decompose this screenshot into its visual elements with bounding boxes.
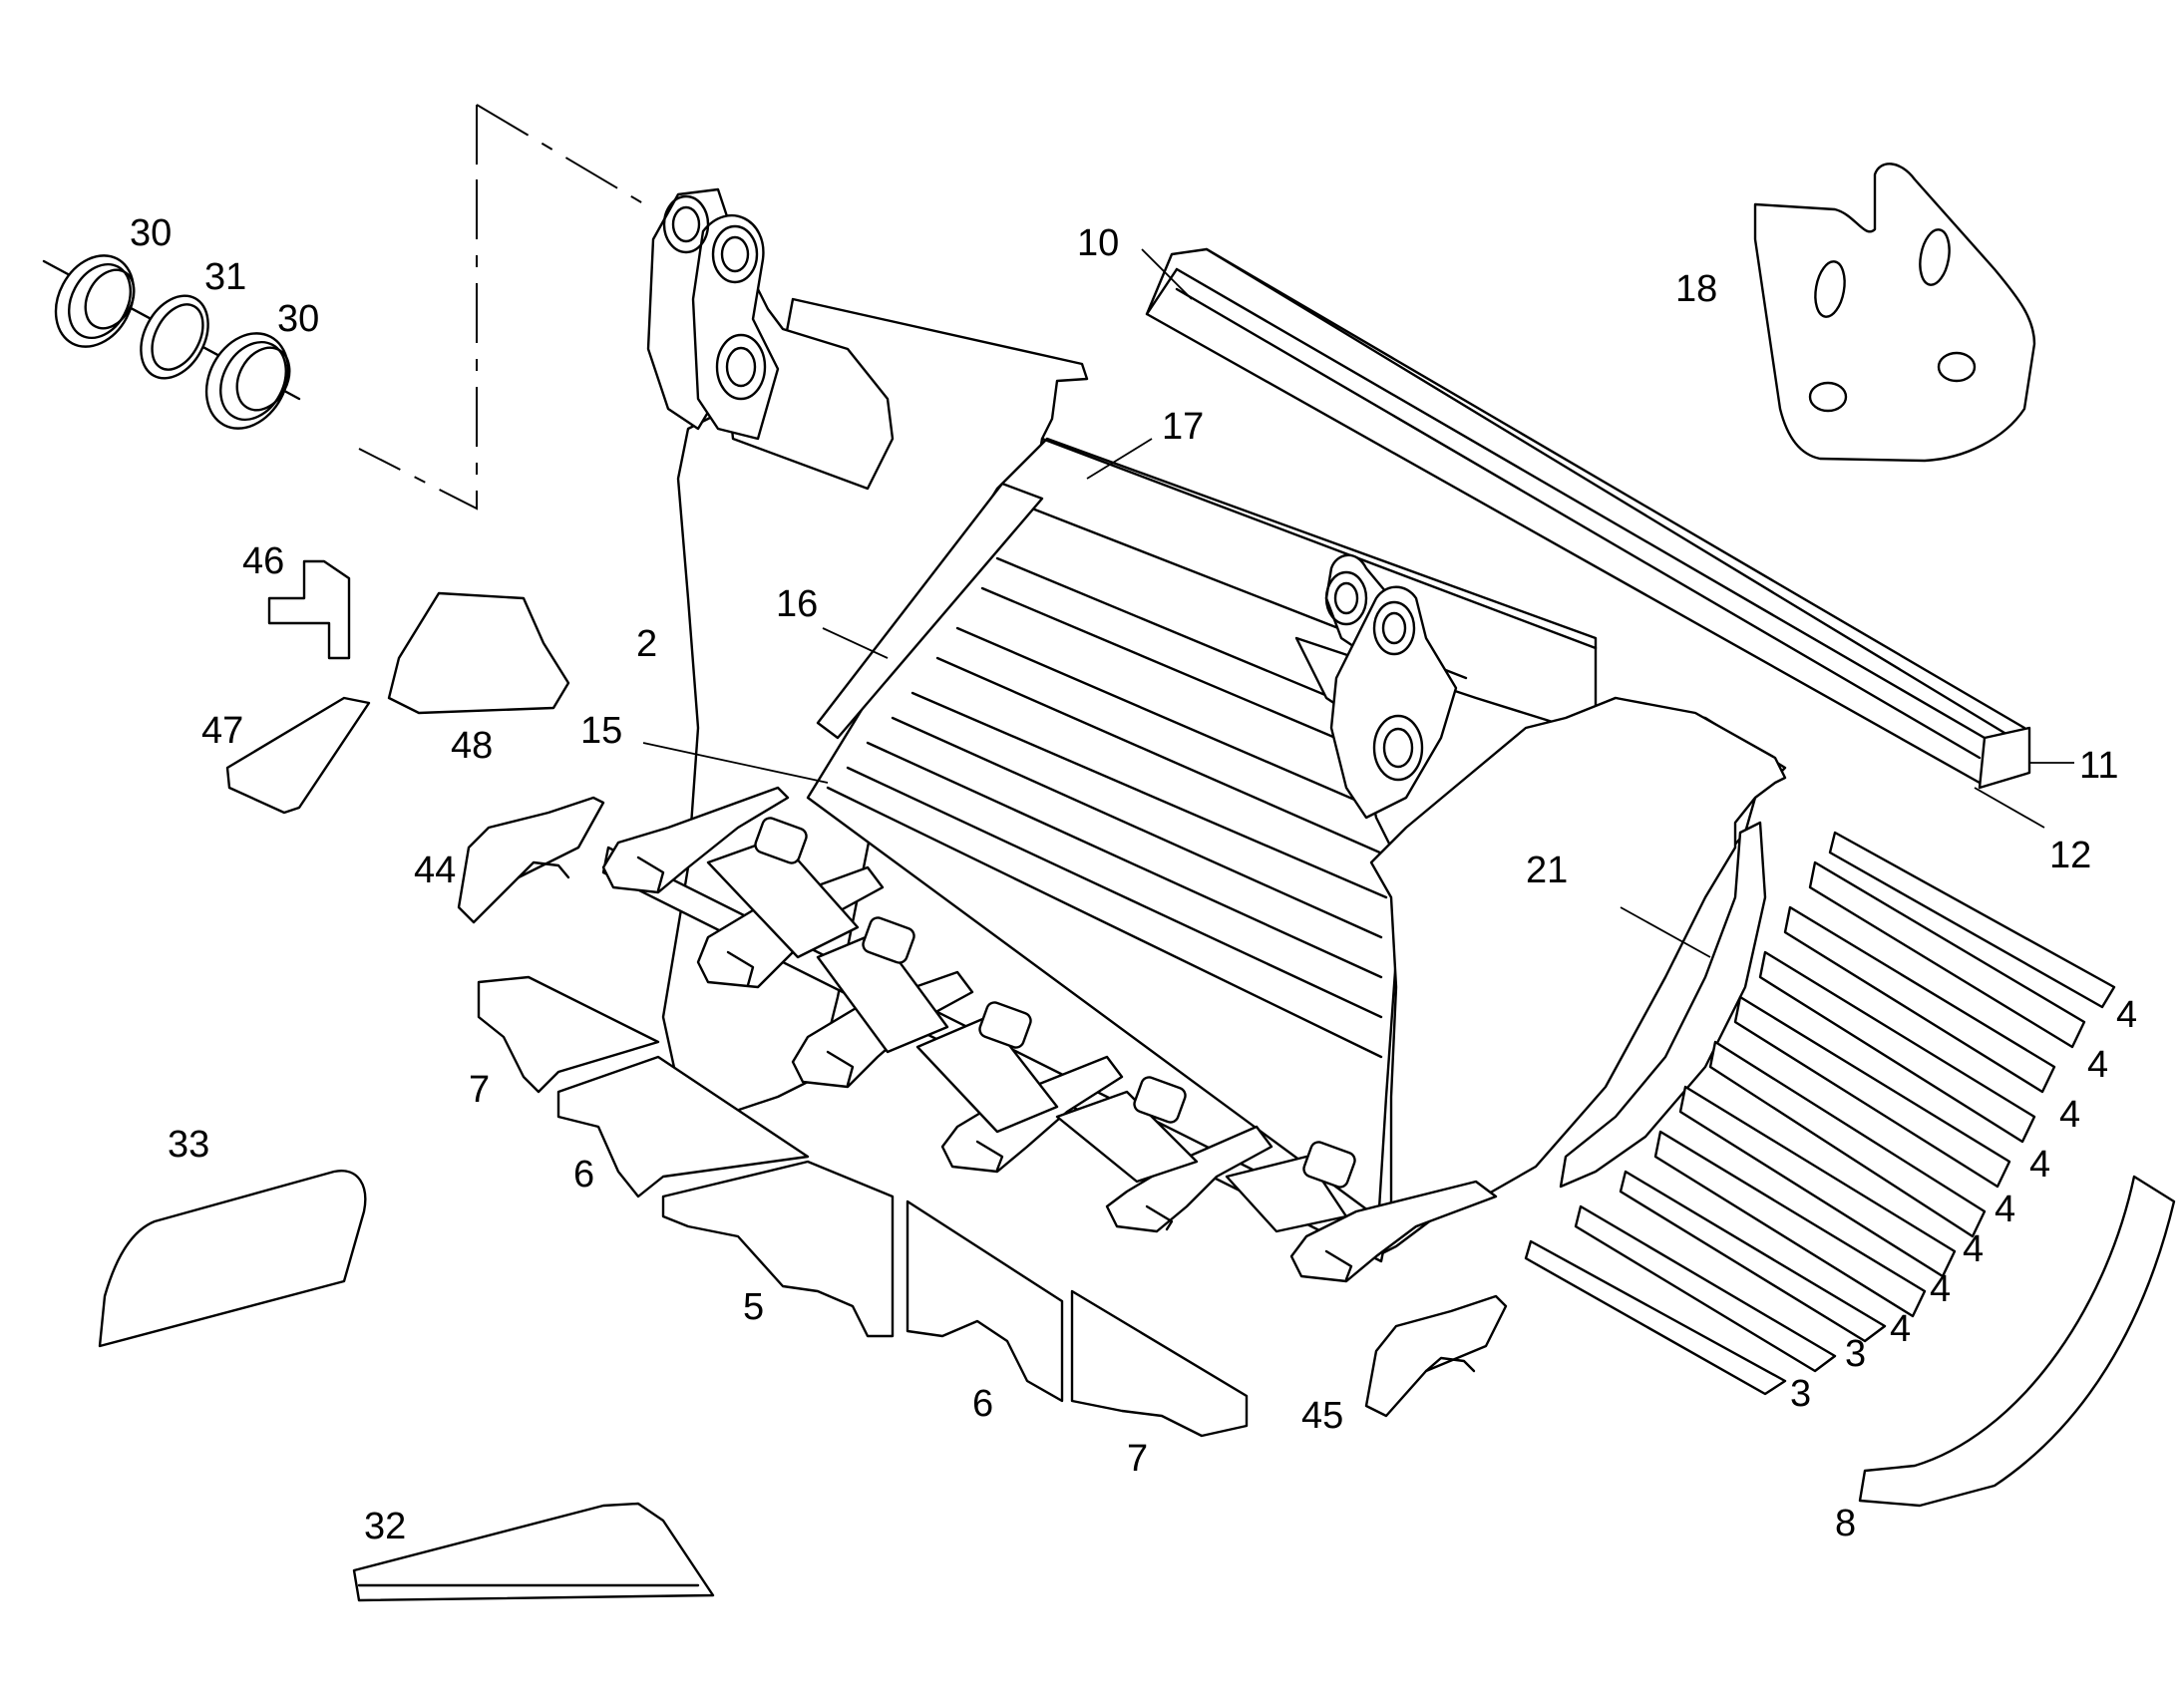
- wear-strips-right: [1524, 831, 2116, 1396]
- callout-16: 16: [776, 583, 818, 625]
- callout-12: 12: [2049, 835, 2091, 876]
- tooth-6: [1289, 1180, 1498, 1283]
- callout-30-left: 30: [130, 212, 172, 254]
- leader-lines: [642, 248, 2074, 958]
- tooth-45: [1364, 1294, 1508, 1418]
- callout-labels: 30 31 30 2 10 17 18 16 46 47 48 15 11 12…: [130, 212, 2137, 1547]
- bushing-30-left: [54, 254, 136, 348]
- tooth-1: [601, 786, 790, 894]
- callout-4-e: 4: [1995, 1189, 2015, 1230]
- cutting-edge-with-teeth: [601, 786, 1498, 1283]
- callout-10: 10: [1077, 222, 1119, 264]
- callout-47: 47: [201, 710, 243, 752]
- spacer-ring-31: [140, 294, 209, 380]
- callout-11: 11: [2079, 745, 2118, 787]
- curved-wear-strip-8: [1858, 1175, 2176, 1508]
- callout-4-h: 4: [1890, 1308, 1911, 1350]
- callout-21: 21: [1526, 850, 1568, 891]
- callout-4-g: 4: [1930, 1268, 1951, 1310]
- tooth-44: [457, 796, 605, 924]
- callout-4-d: 4: [2029, 1144, 2050, 1186]
- callout-33: 33: [168, 1124, 209, 1166]
- side-plate-32: [352, 1502, 715, 1602]
- callout-5: 5: [743, 1286, 764, 1328]
- callout-4-b: 4: [2087, 1044, 2108, 1086]
- bushing-30-right: [204, 332, 291, 430]
- callout-17: 17: [1162, 406, 1204, 448]
- right-side-plate-21: [1294, 553, 1787, 1258]
- callout-2: 2: [636, 623, 657, 665]
- callout-48: 48: [451, 725, 493, 767]
- callout-44: 44: [414, 850, 456, 891]
- part-48: [387, 591, 570, 715]
- callout-6-left: 6: [573, 1154, 594, 1196]
- callout-15: 15: [580, 710, 622, 752]
- plate-18: [1753, 163, 2036, 463]
- edge-segments: [477, 975, 1249, 1438]
- callout-18: 18: [1675, 268, 1717, 310]
- callout-4-c: 4: [2059, 1094, 2080, 1136]
- callout-32: 32: [364, 1506, 406, 1547]
- callout-46: 46: [242, 540, 284, 582]
- callout-6-right: 6: [972, 1383, 993, 1425]
- callout-3-b: 3: [1790, 1373, 1811, 1415]
- part-47: [225, 696, 371, 815]
- callout-8: 8: [1835, 1503, 1856, 1544]
- callout-30-right: 30: [277, 298, 319, 340]
- callout-3-a: 3: [1845, 1333, 1866, 1375]
- callout-45: 45: [1301, 1395, 1343, 1437]
- tooth-5: [1105, 1125, 1273, 1233]
- side-plate-33: [98, 1170, 367, 1348]
- part-46: [267, 559, 351, 660]
- callout-4-f: 4: [1963, 1228, 1984, 1270]
- top-wear-strip-10: [1145, 247, 2031, 790]
- pin-bushing-assembly: [42, 104, 654, 511]
- callout-4-a: 4: [2116, 994, 2137, 1036]
- callout-7-bottom: 7: [1127, 1438, 1148, 1480]
- callout-7-top: 7: [469, 1069, 490, 1111]
- callout-31: 31: [204, 256, 246, 298]
